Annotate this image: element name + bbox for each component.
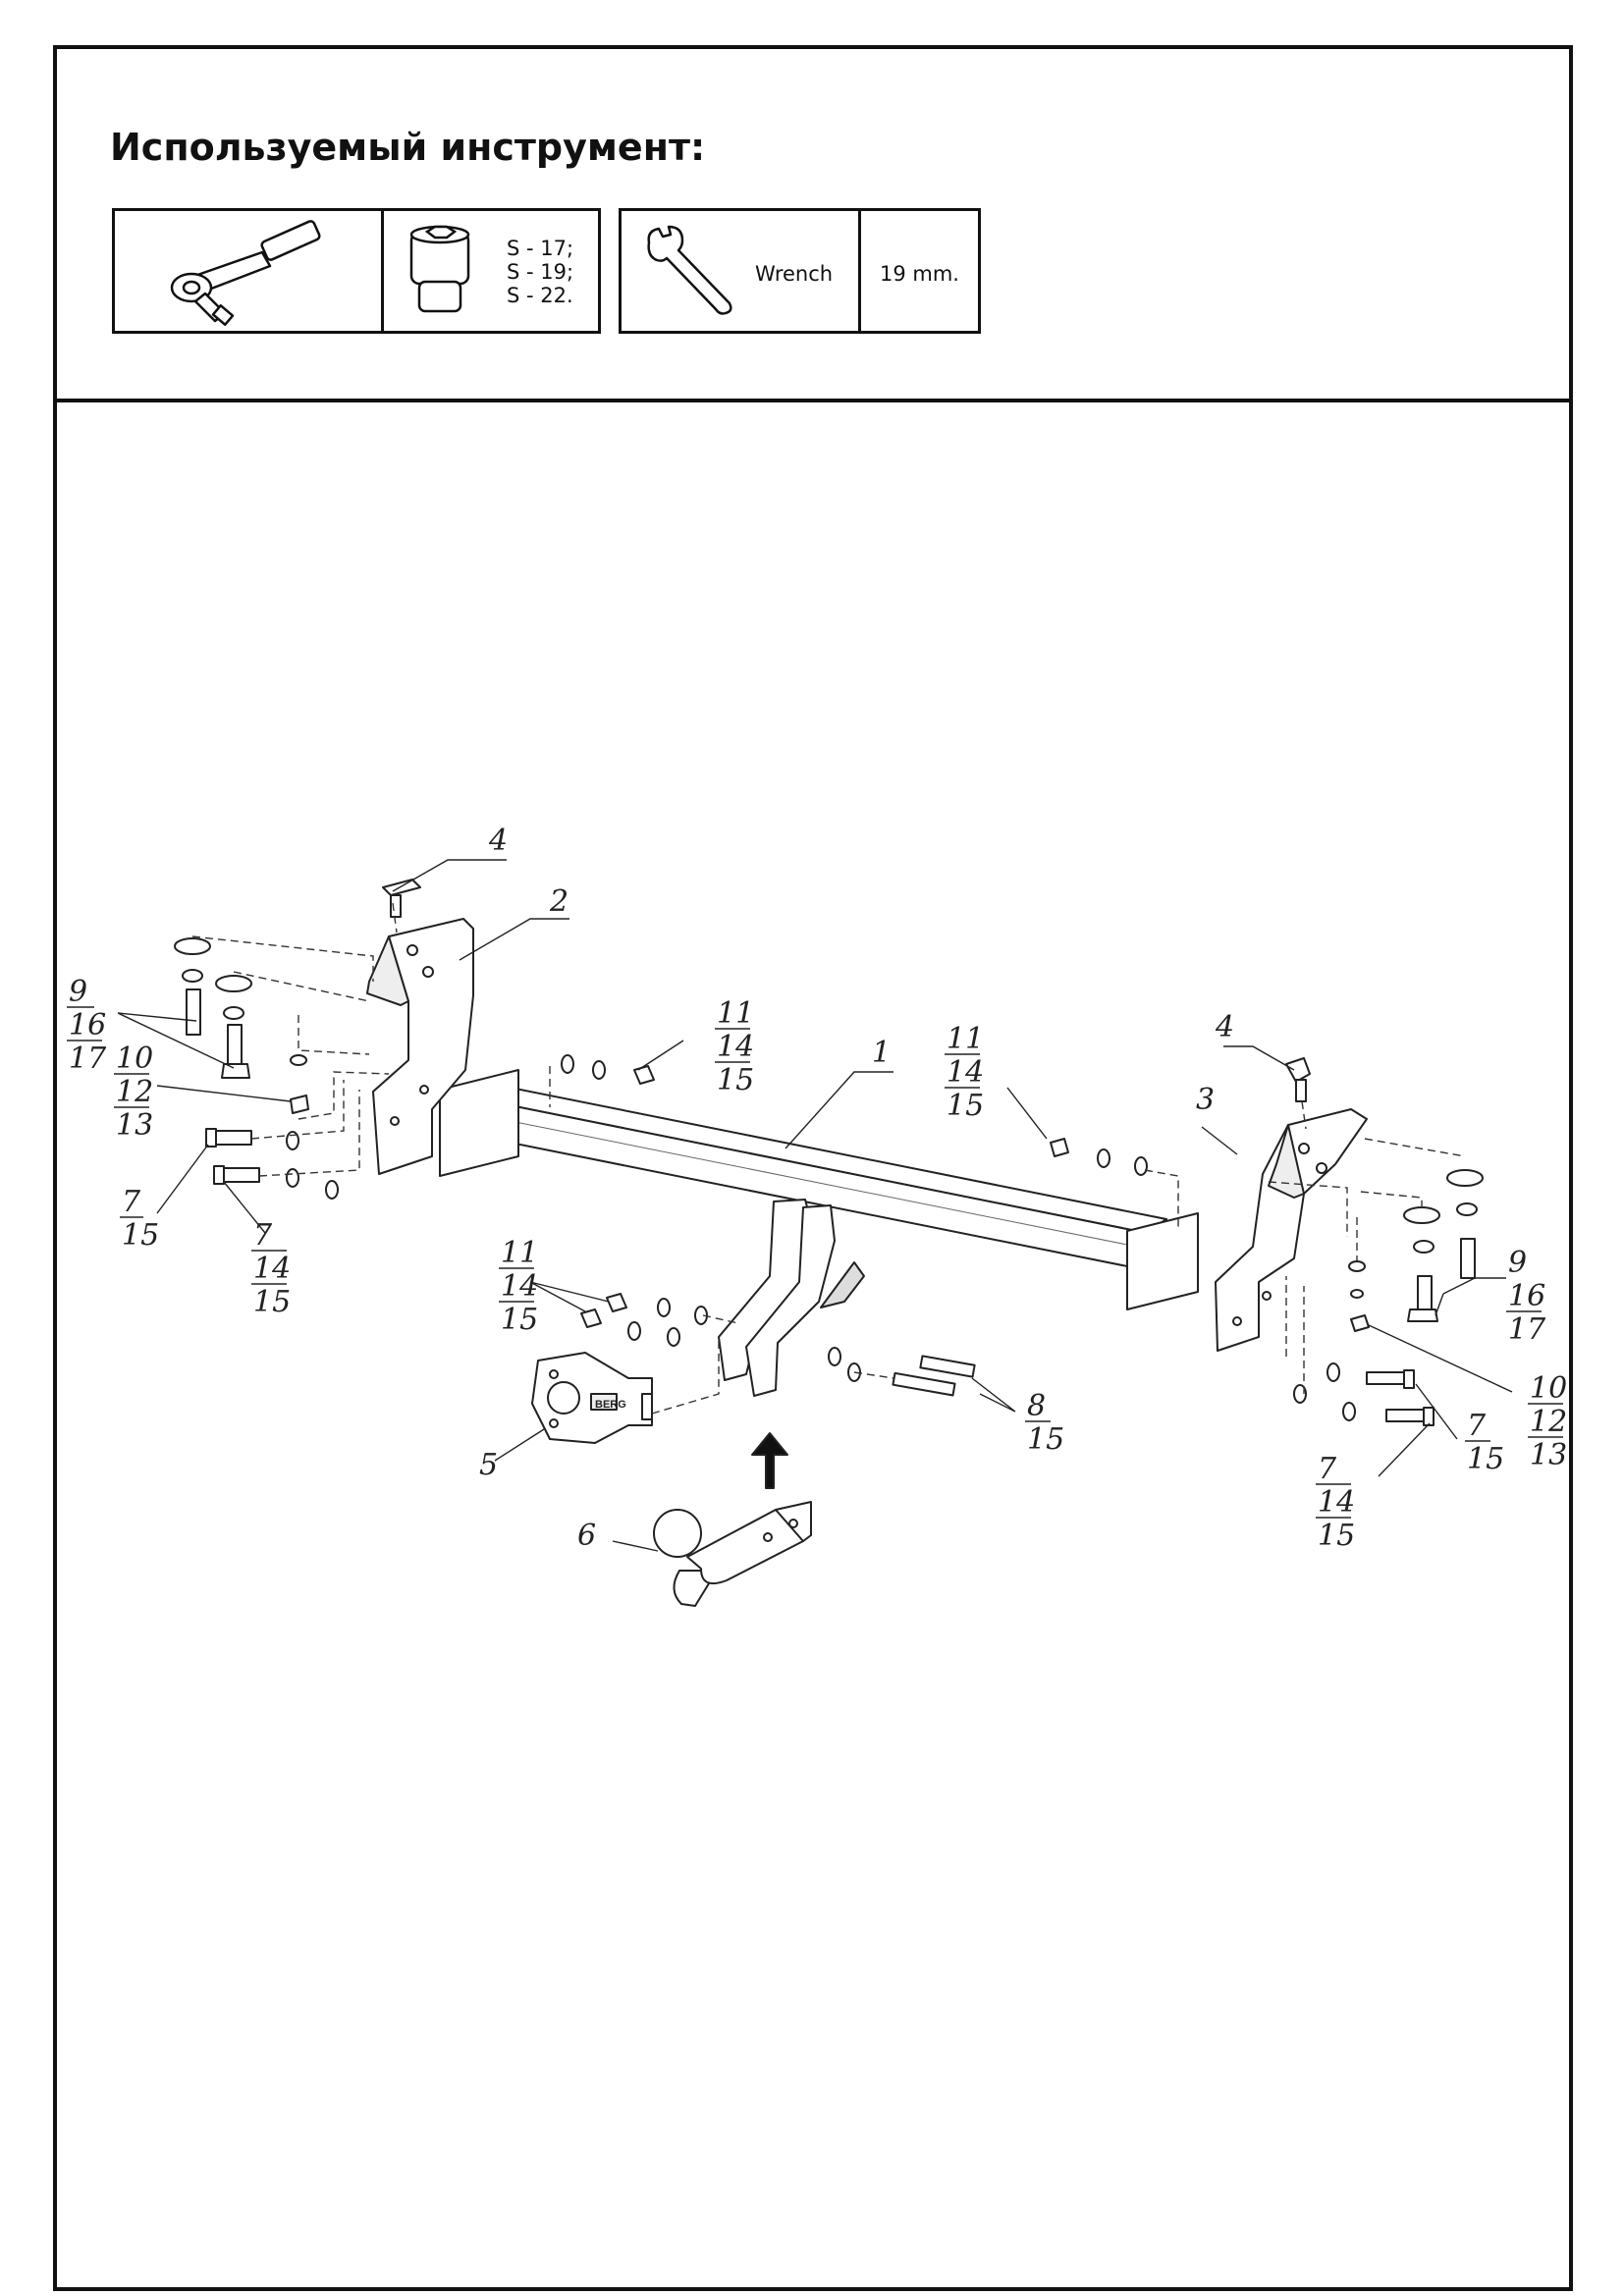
part4-left-bolt — [382, 879, 421, 918]
wrench-box: Wrench 19 mm. — [619, 208, 981, 334]
socket-size: S - 22. — [507, 284, 573, 307]
socket-sizes-list: S - 17; S - 19; S - 22. — [507, 237, 573, 307]
callout-l9-c: 17 — [69, 1041, 107, 1076]
callout-ll11-a: 11 — [501, 1236, 538, 1270]
left-bolts-7 — [205, 1128, 339, 1200]
callout-part4-left: 4 — [488, 824, 508, 858]
callout-underlines — [67, 1006, 1563, 1519]
lower-left-fasteners — [580, 1293, 708, 1347]
callout-part2: 2 — [549, 884, 568, 919]
callout-r7a-a: 7 — [1467, 1409, 1487, 1443]
wrench-size-cell: 19 mm. — [858, 211, 978, 331]
callout-l9-b: 16 — [69, 1008, 106, 1042]
insert-arrow-icon — [751, 1432, 788, 1489]
callout-part5: 5 — [479, 1448, 498, 1482]
callout-r9-a: 9 — [1508, 1246, 1527, 1280]
ratchet-socket-box: S - 17; S - 19; S - 22. — [112, 208, 601, 334]
center-plates — [718, 1199, 865, 1397]
leader-lines — [117, 859, 1513, 1552]
callout-l7b-b: 14 — [253, 1252, 291, 1286]
wrench-size: 19 mm. — [880, 262, 959, 286]
wrench-cell: Wrench — [622, 211, 858, 331]
callout-l7b-a: 7 — [253, 1218, 273, 1253]
callout-r9-b: 16 — [1508, 1279, 1545, 1313]
right-bolts-7 — [1293, 1362, 1435, 1426]
callout-r10-c: 13 — [1530, 1438, 1567, 1472]
left-bracket — [366, 918, 474, 1175]
tools-title: Используемый инструмент: — [110, 126, 706, 169]
socket-brand-label: BERG — [595, 1399, 626, 1411]
bolts-8 — [828, 1347, 976, 1397]
callout-r11-c: 15 — [947, 1089, 984, 1123]
callout-r10-b: 12 — [1530, 1405, 1567, 1439]
right-upper-fasteners — [1050, 1138, 1148, 1176]
callout-part3: 3 — [1196, 1083, 1215, 1117]
callout-part1: 1 — [872, 1036, 891, 1070]
socket-size: S - 17; — [507, 237, 574, 260]
socket-cell: S - 17; S - 19; S - 22. — [381, 211, 598, 331]
ratchet-cell — [115, 211, 381, 331]
header-separator — [53, 399, 1573, 402]
callout-r7b-c: 15 — [1318, 1519, 1355, 1553]
callout-r11-a: 11 — [947, 1022, 984, 1056]
page-frame — [53, 45, 1573, 2291]
callout-l10-a: 10 — [116, 1041, 153, 1076]
callout-m11-c: 15 — [717, 1063, 754, 1097]
wrench-icon — [647, 225, 732, 315]
callout-r11-b: 14 — [947, 1055, 984, 1090]
top-mid-fasteners — [561, 1054, 655, 1085]
socket-size: S - 19; — [507, 260, 574, 284]
ball-hitch — [653, 1501, 812, 1607]
callout-r9-c: 17 — [1508, 1312, 1546, 1347]
callout-ll11-c: 15 — [501, 1303, 538, 1337]
callout-l7a-b: 15 — [122, 1218, 159, 1253]
callout-r10-a: 10 — [1530, 1371, 1567, 1406]
callout-l7b-c: 15 — [253, 1285, 291, 1319]
right-bolt-stack — [1403, 1169, 1484, 1322]
part4-right-bolt — [1285, 1057, 1311, 1102]
callout-l10-c: 13 — [116, 1108, 153, 1143]
socket-icon — [409, 225, 470, 313]
callout-part4-right: 4 — [1215, 1010, 1234, 1044]
callout-8-a: 8 — [1027, 1389, 1046, 1423]
callout-l9-a: 9 — [69, 975, 87, 1009]
callout-labels: 4 2 1 3 4 5 6 9 16 17 10 12 13 7 15 7 14… — [69, 824, 1567, 1553]
callout-8-b: 15 — [1027, 1422, 1064, 1457]
callout-r7b-a: 7 — [1318, 1452, 1337, 1486]
callout-r7b-b: 14 — [1318, 1485, 1355, 1520]
callout-m11-b: 14 — [717, 1030, 754, 1064]
electric-socket-plate — [531, 1352, 653, 1444]
callout-part6: 6 — [577, 1519, 596, 1553]
callout-l10-b: 12 — [116, 1075, 153, 1109]
callout-ll11-b: 14 — [501, 1269, 538, 1304]
left-bolt-stack — [174, 937, 252, 1079]
right-nut-stack — [1348, 1260, 1370, 1332]
assembly-lines — [191, 902, 1466, 1415]
callout-r7a-b: 15 — [1467, 1442, 1504, 1476]
ratchet-icon — [170, 220, 321, 326]
right-bracket — [1215, 1108, 1368, 1352]
left-nut-stack — [290, 1054, 309, 1114]
wrench-label: Wrench — [755, 262, 834, 286]
callout-m11-a: 11 — [717, 996, 754, 1031]
crossbar — [439, 1069, 1199, 1310]
callout-l7a-a: 7 — [122, 1185, 141, 1219]
